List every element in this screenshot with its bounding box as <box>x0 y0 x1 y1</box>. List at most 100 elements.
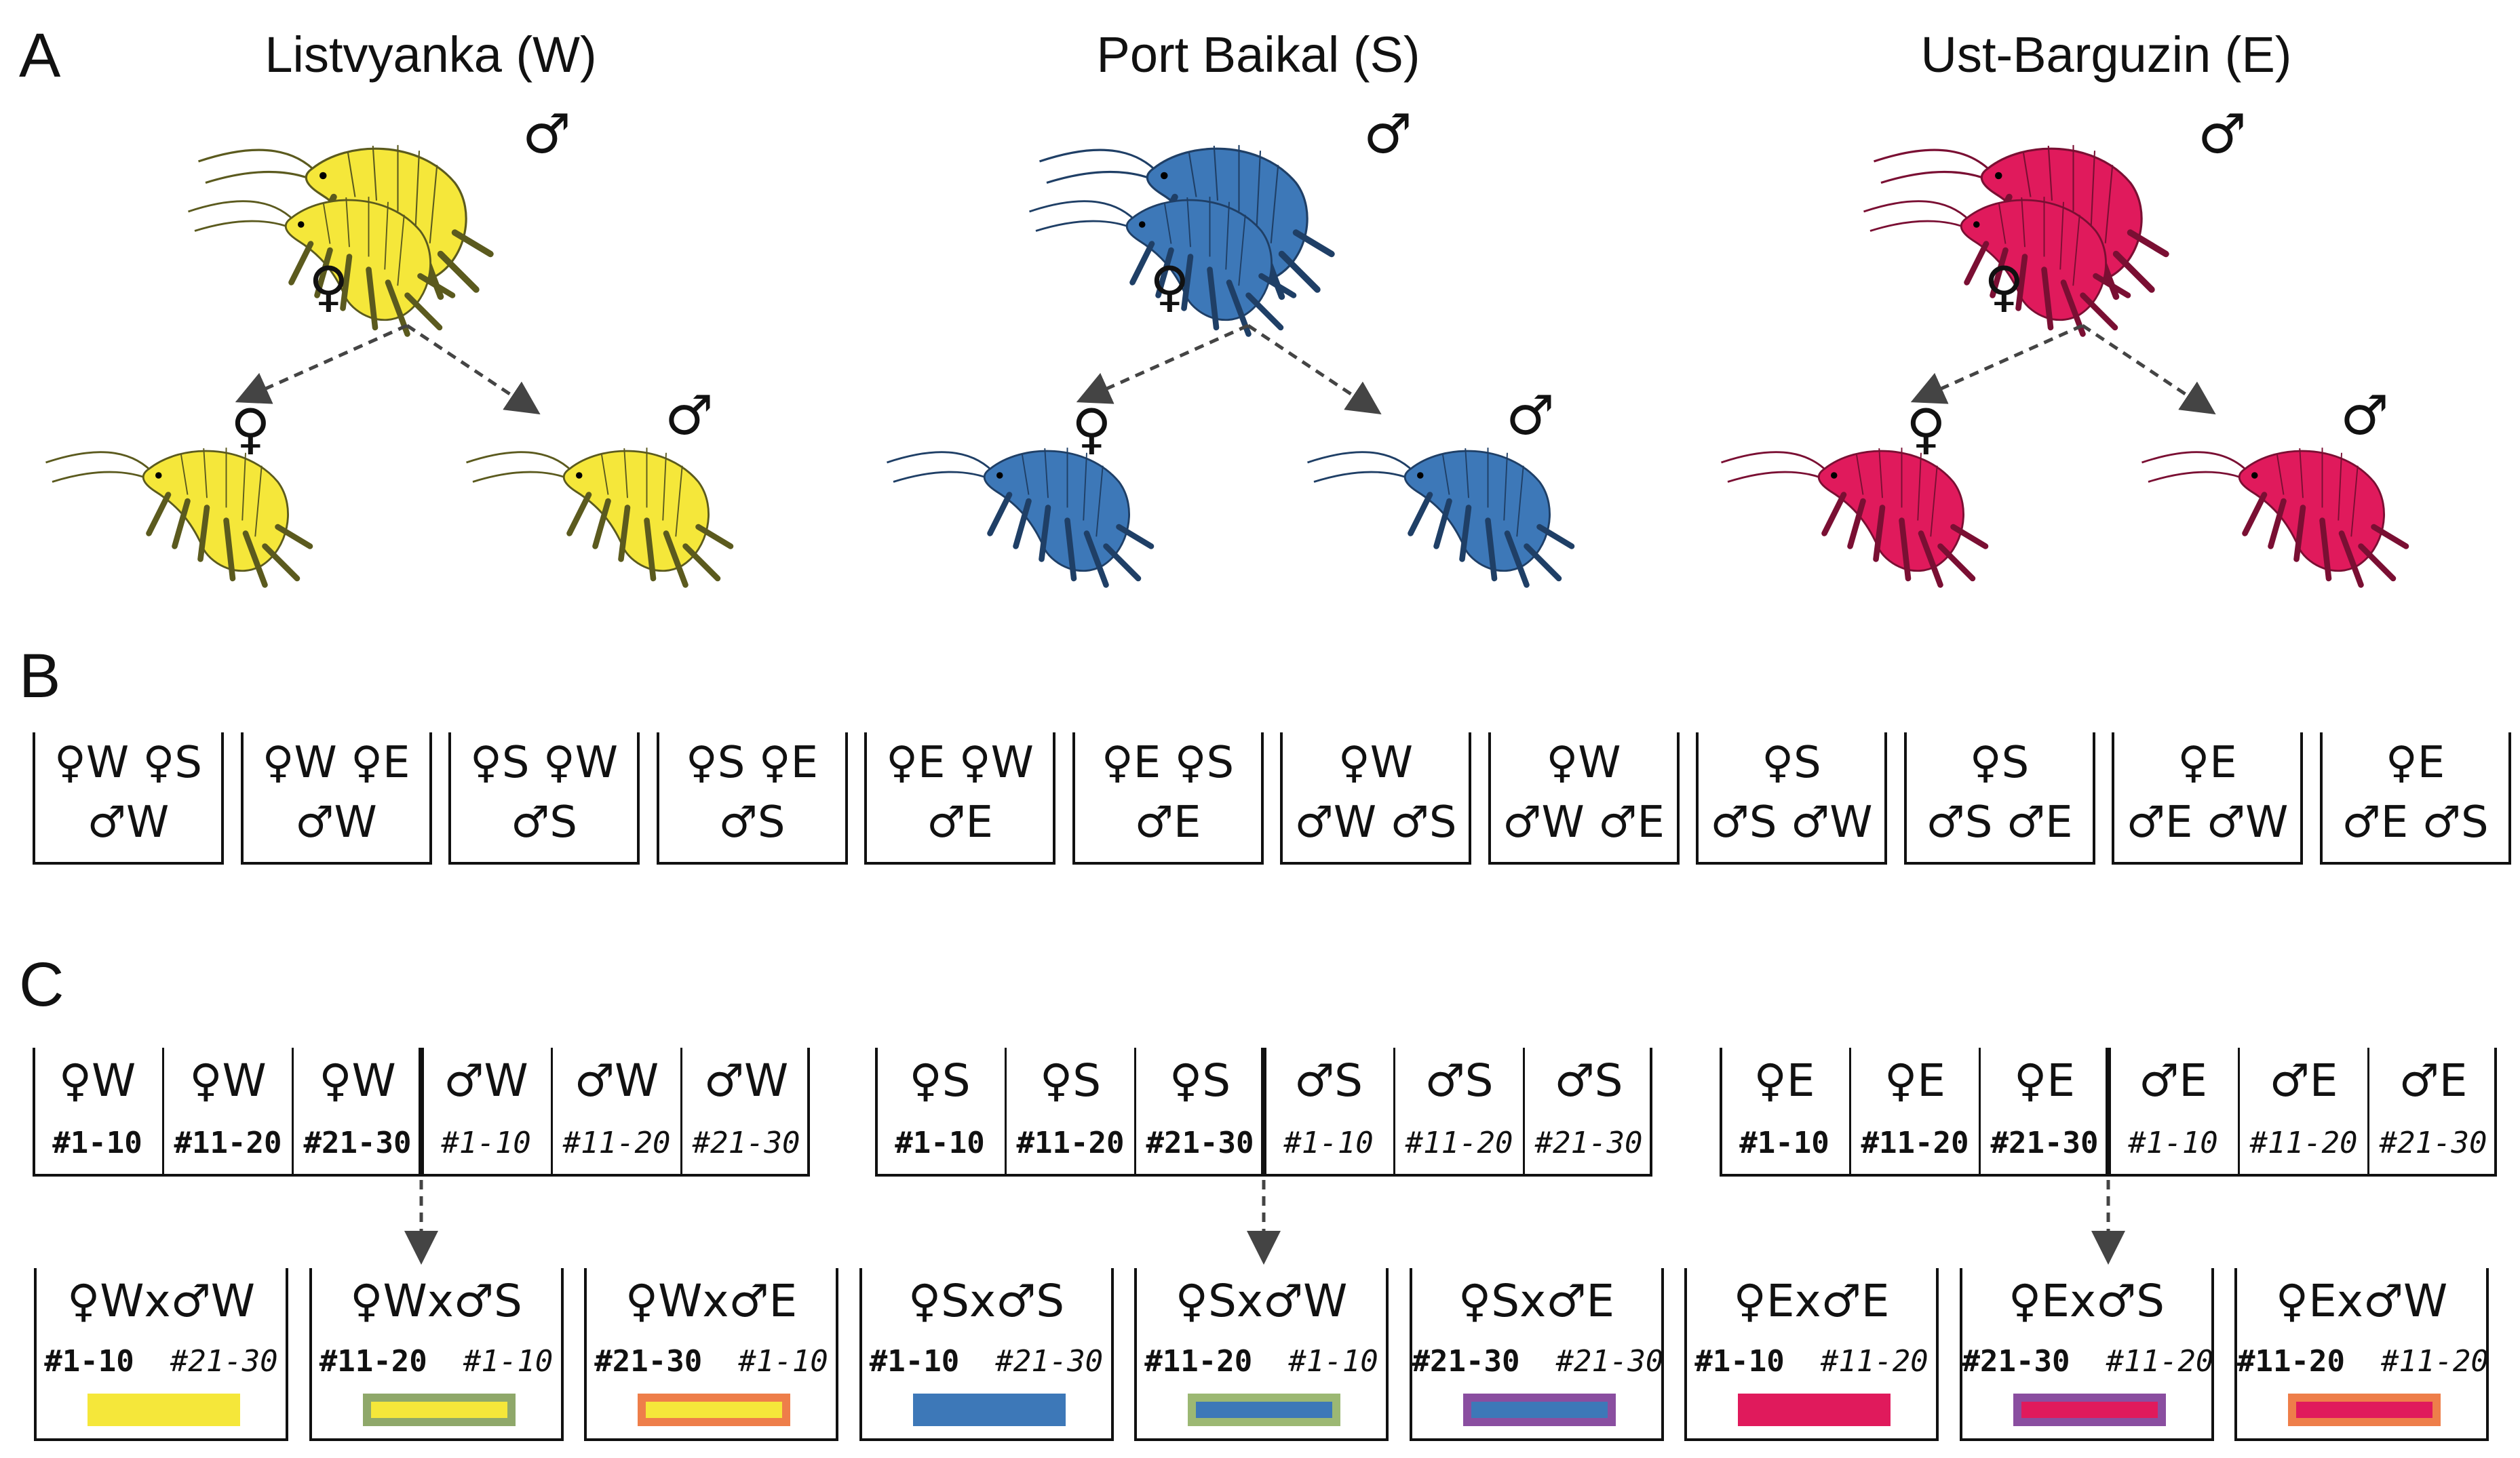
individual-id-range: #11-20 <box>2249 1126 2358 1160</box>
cross-label: ♀Ex♂S <box>2008 1275 2165 1327</box>
individual-id-range: #11-20 <box>1861 1126 1969 1160</box>
individual-id-range: #21-30 <box>2379 1126 2487 1160</box>
treatment-females: ♀W <box>1546 738 1621 788</box>
cross-label: ♀Ex♂W <box>2275 1275 2448 1327</box>
amphipod-male-w <box>467 448 731 585</box>
individual-id-range: #1-10 <box>441 1126 531 1160</box>
treatment-females: ♀S ♀W <box>470 738 618 788</box>
treatment-box: ♀E ♀S ♂E <box>1072 732 1264 865</box>
treatment-box: ♀S ♂S ♂E <box>1903 732 2095 865</box>
individual-id-range: #21-30 <box>692 1126 800 1160</box>
cross-male-ids: #21-30 <box>995 1344 1104 1379</box>
individual-cell: ♀S #11-20 <box>1005 1048 1134 1177</box>
cross-color-swatch <box>1188 1394 1340 1426</box>
treatment-females: ♀E <box>2385 738 2445 788</box>
female-individuals-box <box>875 1048 1264 1177</box>
female-symbol-w: ♀ <box>231 397 271 460</box>
male-symbol-pair-e: ♂ <box>2198 102 2247 165</box>
cross-box: ♀Ex♂W #11-20 #11-20 <box>2234 1268 2489 1441</box>
cross-box: ♀Sx♂W #11-20 #1-10 <box>1134 1268 1389 1441</box>
individual-id-range: #21-30 <box>303 1126 412 1160</box>
individual-symbol: ♂W <box>703 1055 789 1107</box>
treatment-females: ♀E <box>2177 738 2237 788</box>
cross-female-ids: #1-10 <box>44 1344 134 1379</box>
female-individuals-box <box>1720 1048 2108 1177</box>
individual-id-range: #11-20 <box>1016 1126 1125 1160</box>
individual-symbol: ♂W <box>444 1055 528 1107</box>
cross-male-ids: #11-20 <box>2380 1344 2489 1379</box>
cross-female-ids: #11-20 <box>1144 1344 1253 1379</box>
individual-id-range: #21-30 <box>1534 1126 1643 1160</box>
female-individuals-box <box>33 1048 421 1177</box>
panel-a-illustration: ♂♀♀♂♂♀♀♂♂♀♀♂ <box>0 102 2520 624</box>
cross-box: ♀Sx♂S #1-10 #21-30 <box>859 1268 1114 1441</box>
treatment-males: ♂W ♂S <box>1294 797 1457 848</box>
male-symbol-s: ♂ <box>1506 384 1555 447</box>
individual-symbol: ♂S <box>1424 1055 1494 1107</box>
cross-box: ♀Wx♂E #21-30 #1-10 <box>584 1268 838 1441</box>
amphipod-male-e <box>2142 448 2407 585</box>
individual-cell: ♂S #21-30 <box>1523 1048 1652 1177</box>
individual-symbol: ♂E <box>2139 1055 2207 1107</box>
offspring-arrow-e-1 <box>2081 323 2216 415</box>
treatment-box: ♀S ♂S ♂W <box>1696 732 1887 865</box>
individual-id-range: #11-20 <box>1405 1126 1513 1160</box>
treatment-box: ♀W ♂W ♂E <box>1488 732 1680 865</box>
cross-color-swatch <box>2013 1394 2166 1426</box>
cross-box: ♀Ex♂S #21-30 #11-20 <box>1959 1268 2214 1441</box>
treatment-males: ♂W ♂E <box>1503 797 1665 848</box>
male-individuals-box <box>1264 1048 1652 1177</box>
individual-symbol: ♀W <box>319 1055 396 1107</box>
treatment-males: ♂S ♂E <box>1926 797 2073 848</box>
treatment-males: ♂E <box>1134 797 1201 848</box>
cross-female-ids: #21-30 <box>594 1344 703 1379</box>
cross-box: ♀Sx♂E #21-30 #21-30 <box>1409 1268 1664 1441</box>
individual-symbol: ♀S <box>1169 1055 1231 1107</box>
treatment-females: ♀S <box>1762 738 1821 788</box>
cross-color-swatch <box>1738 1394 1891 1426</box>
individual-id-range: #1-10 <box>1739 1126 1829 1160</box>
individual-symbol: ♀W <box>189 1055 267 1107</box>
treatment-females: ♀E ♀S <box>1101 738 1235 788</box>
individual-cell: ♀E #21-30 <box>1979 1048 2108 1177</box>
individual-cell: ♂E #11-20 <box>2238 1048 2367 1177</box>
cross-male-ids: #1-10 <box>1288 1344 1378 1379</box>
individual-id-range: #1-10 <box>895 1126 985 1160</box>
population-title-e: Ust-Barguzin (E) <box>1920 26 2292 83</box>
treatment-females: ♀E ♀W <box>886 738 1034 788</box>
individual-symbol: ♀E <box>1884 1055 1946 1107</box>
cross-box: ♀Wx♂W #1-10 #21-30 <box>34 1268 288 1441</box>
offspring-arrow-e-0 <box>1910 323 2084 404</box>
cross-female-ids: #1-10 <box>869 1344 960 1379</box>
treatment-females: ♀W ♀E <box>262 738 410 788</box>
offspring-arrow-w-1 <box>406 323 541 415</box>
treatment-females: ♀W ♀S <box>54 738 202 788</box>
individual-cell: ♂S #1-10 <box>1264 1048 1393 1177</box>
individual-cell: ♀W #11-20 <box>162 1048 292 1177</box>
individual-cell: ♀W #1-10 <box>33 1048 162 1177</box>
individual-id-range: #1-10 <box>52 1126 142 1160</box>
panel-a-label: A <box>19 21 61 90</box>
treatment-males: ♂E ♂S <box>2342 797 2489 848</box>
amphipod-female-e <box>1722 448 1986 585</box>
cross-male-ids: #21-30 <box>1555 1344 1664 1379</box>
offspring-arrow-w-0 <box>235 323 408 404</box>
amphipod-female-s <box>887 448 1152 585</box>
offspring-arrow-s-1 <box>1247 323 1382 415</box>
treatment-males: ♂S ♂W <box>1710 797 1873 848</box>
panel-b-label: B <box>19 642 61 711</box>
cross-label: ♀Sx♂S <box>908 1275 1065 1327</box>
cross-female-ids: #21-30 <box>1962 1344 2070 1379</box>
female-symbol-e: ♀ <box>1906 397 1946 460</box>
treatment-males: ♂W <box>295 797 377 848</box>
male-symbol-pair-w: ♂ <box>522 102 571 165</box>
individual-id-range: #1-10 <box>2128 1126 2218 1160</box>
individual-id-range: #21-30 <box>1990 1126 2099 1160</box>
individual-cell: ♀E #11-20 <box>1849 1048 1979 1177</box>
panel-c-label: C <box>19 950 64 1019</box>
cross-female-ids: #11-20 <box>319 1344 427 1379</box>
male-symbol-e: ♂ <box>2340 384 2389 447</box>
cross-male-ids: #1-10 <box>738 1344 828 1379</box>
cross-label: ♀Wx♂E <box>625 1275 798 1327</box>
amphipod-female-w <box>45 448 310 585</box>
